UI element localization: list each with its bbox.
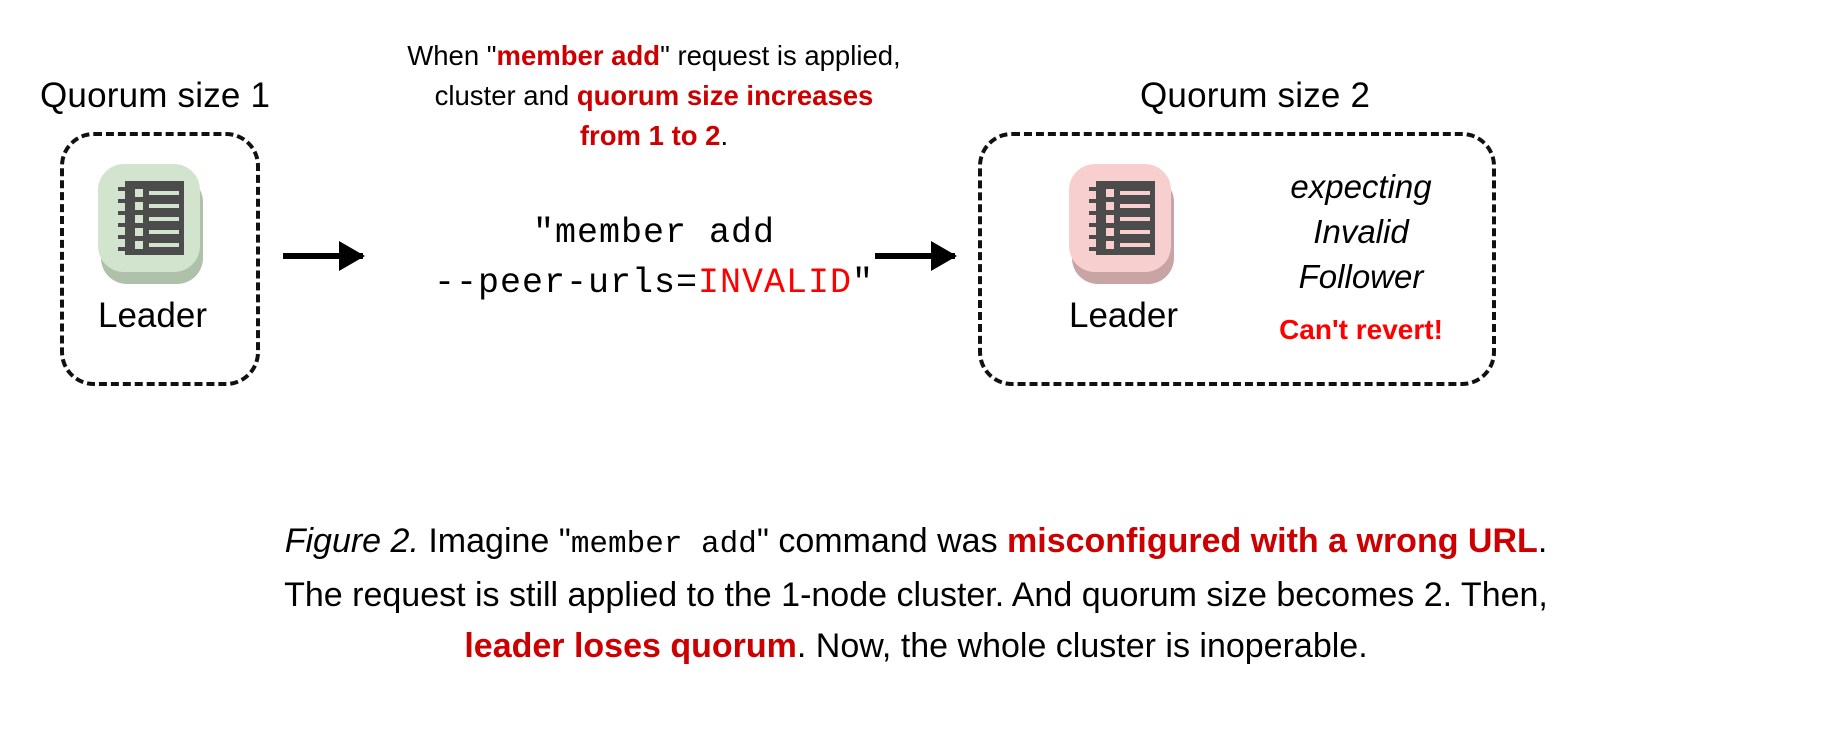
ledger-spine-tab — [118, 247, 131, 251]
caption-seg-5: . — [1537, 522, 1548, 560]
caption-highlight-misconfigured: misconfigured with a wrong URL — [1007, 522, 1538, 560]
ledger-spine-tab — [1089, 235, 1102, 239]
caption-command-token: member add — [570, 527, 757, 562]
ledger-rule — [1120, 230, 1151, 234]
top-note-l3-highlight: from 1 to 2 — [579, 120, 721, 151]
server-ledger-icon — [1069, 164, 1177, 286]
cant-revert-warning: Can't revert! — [1279, 314, 1443, 345]
command-line-2: --peer-urls=INVALID" — [384, 258, 924, 308]
left-leader-label: Leader — [98, 296, 207, 335]
ledger-spine-tab — [118, 211, 131, 215]
expecting-line-2: Invalid — [1313, 213, 1409, 250]
expecting-line-3: Follower — [1298, 258, 1424, 295]
top-note-l2-a: cluster and — [434, 80, 577, 111]
ledger-rule — [149, 230, 180, 234]
command-flag: --peer-urls= — [433, 263, 698, 303]
ledger-rule — [1120, 217, 1151, 221]
caption-highlight-leader-loses-quorum: leader loses quorum — [464, 627, 797, 665]
top-note-l1-c: " request is applied, — [660, 40, 901, 71]
caption-figure-label: Figure 2. — [284, 522, 419, 560]
ledger-bullet — [135, 241, 144, 249]
ledger-bullet — [1106, 228, 1115, 236]
member-add-command: "member add --peer-urls=INVALID" — [384, 208, 924, 308]
ledger-bullet — [135, 189, 144, 197]
ledger-rule — [149, 243, 180, 247]
ledger-spine-tab — [1089, 223, 1102, 227]
ledger-glyph — [118, 181, 185, 255]
ledger-spine-tab — [1089, 187, 1102, 191]
server-ledger-icon — [98, 164, 206, 286]
top-note-line-3: from 1 to 2. — [352, 116, 956, 156]
command-invalid-value: INVALID — [698, 263, 853, 303]
left-cluster-boundary — [60, 132, 260, 386]
left-cluster-title: Quorum size 1 — [40, 76, 271, 115]
ledger-rule — [149, 191, 180, 195]
ledger-spine-tab — [1089, 247, 1102, 251]
right-cluster-title: Quorum size 2 — [1140, 76, 1371, 115]
ledger-spine-tab — [1089, 211, 1102, 215]
top-note-l1-highlight: member add — [496, 40, 661, 71]
right-cluster-annotation: expecting Invalid Follower Can't revert! — [1238, 164, 1484, 347]
ledger-rule — [1120, 191, 1151, 195]
right-leader-node: Leader — [1069, 164, 1178, 336]
top-note-l3-period: . — [720, 120, 729, 151]
command-close-quote: " — [852, 263, 875, 303]
command-line-1: "member add — [532, 213, 776, 253]
figure-caption: Figure 2. Imagine "member add" command w… — [66, 516, 1766, 672]
arrow-right-icon — [283, 253, 363, 259]
left-leader-node: Leader — [98, 164, 207, 336]
top-note-l2-highlight: quorum size increases — [576, 80, 874, 111]
ledger-spine-tab — [118, 223, 131, 227]
caption-line-2: The request is still applied to the 1-no… — [284, 576, 1548, 614]
caption-seg-1: Imagine " — [418, 522, 571, 560]
top-explanation-note: When "member add" request is applied, cl… — [352, 36, 956, 156]
top-note-l1-a: When " — [407, 40, 497, 71]
ledger-spine-tab — [118, 235, 131, 239]
ledger-spine-tab — [118, 187, 131, 191]
top-note-line-1: When "member add" request is applied, — [352, 36, 956, 76]
right-leader-label: Leader — [1069, 296, 1178, 335]
ledger-rule — [1120, 243, 1151, 247]
ledger-bullet — [1106, 241, 1115, 249]
ledger-rule — [149, 217, 180, 221]
arrow-right-icon — [875, 253, 955, 259]
ledger-spine-tab — [1089, 199, 1102, 203]
right-cluster-boundary — [978, 132, 1496, 386]
ledger-rule — [149, 204, 180, 208]
caption-seg-8: . Now, the whole cluster is inoperable. — [796, 627, 1368, 665]
ledger-bullet — [135, 215, 144, 223]
ledger-bullet — [135, 228, 144, 236]
ledger-bullet — [1106, 202, 1115, 210]
ledger-rule — [1120, 204, 1151, 208]
expecting-line-1: expecting — [1290, 168, 1432, 205]
caption-line-3: leader loses quorum. Now, the whole clus… — [66, 621, 1766, 672]
caption-line-1: Figure 2. Imagine "member add" command w… — [66, 516, 1766, 570]
top-note-line-2: cluster and quorum size increases — [352, 76, 956, 116]
ledger-spine-tab — [118, 199, 131, 203]
ledger-bullet — [1106, 215, 1115, 223]
caption-seg-3: " command was — [756, 522, 1008, 560]
ledger-bullet — [1106, 189, 1115, 197]
ledger-glyph — [1089, 181, 1156, 255]
ledger-bullet — [135, 202, 144, 210]
